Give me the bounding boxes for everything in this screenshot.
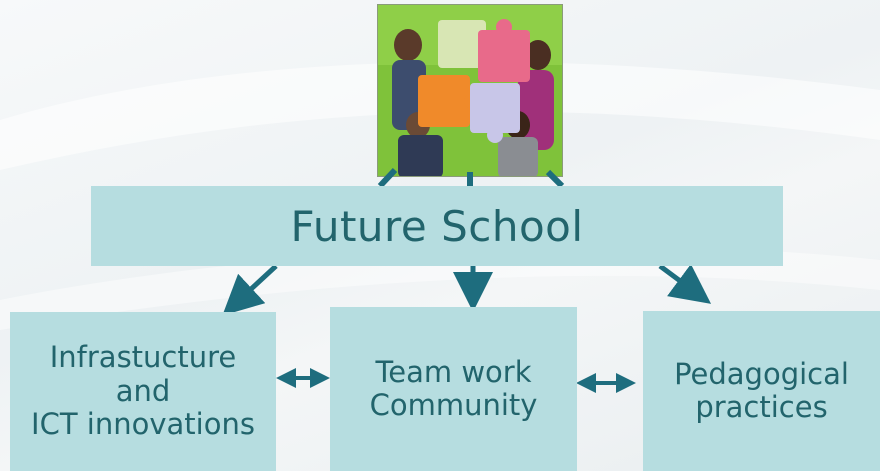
- node-infrastructure: Infrastucture and ICT innovations: [10, 312, 276, 471]
- node-pedagogy: Pedagogical practices: [643, 311, 880, 471]
- node-teamwork-line-2: Community: [369, 388, 538, 422]
- node-teamwork: Team work Community: [330, 307, 577, 471]
- teamwork-puzzle-illustration: [378, 5, 562, 176]
- node-infrastructure-line-2: and: [115, 373, 171, 408]
- image-connector-right: [545, 169, 565, 189]
- main-node-future-school: Future School: [91, 186, 783, 266]
- node-pedagogy-line-2: practices: [695, 390, 828, 424]
- node-infrastructure-line-1: Infrastucture: [49, 340, 237, 375]
- node-teamwork-line-1: Team work: [375, 354, 532, 389]
- node-infrastructure-line-3: ICT innovations: [31, 407, 255, 442]
- arrow-to-pedagogy: [658, 263, 712, 304]
- node-pedagogy-line-1: Pedagogical: [674, 356, 849, 391]
- teamwork-puzzle-image: [377, 4, 563, 177]
- arrow-to-infrastructure: [222, 264, 278, 316]
- main-node-label: Future School: [290, 201, 584, 251]
- image-connector-left: [377, 167, 398, 189]
